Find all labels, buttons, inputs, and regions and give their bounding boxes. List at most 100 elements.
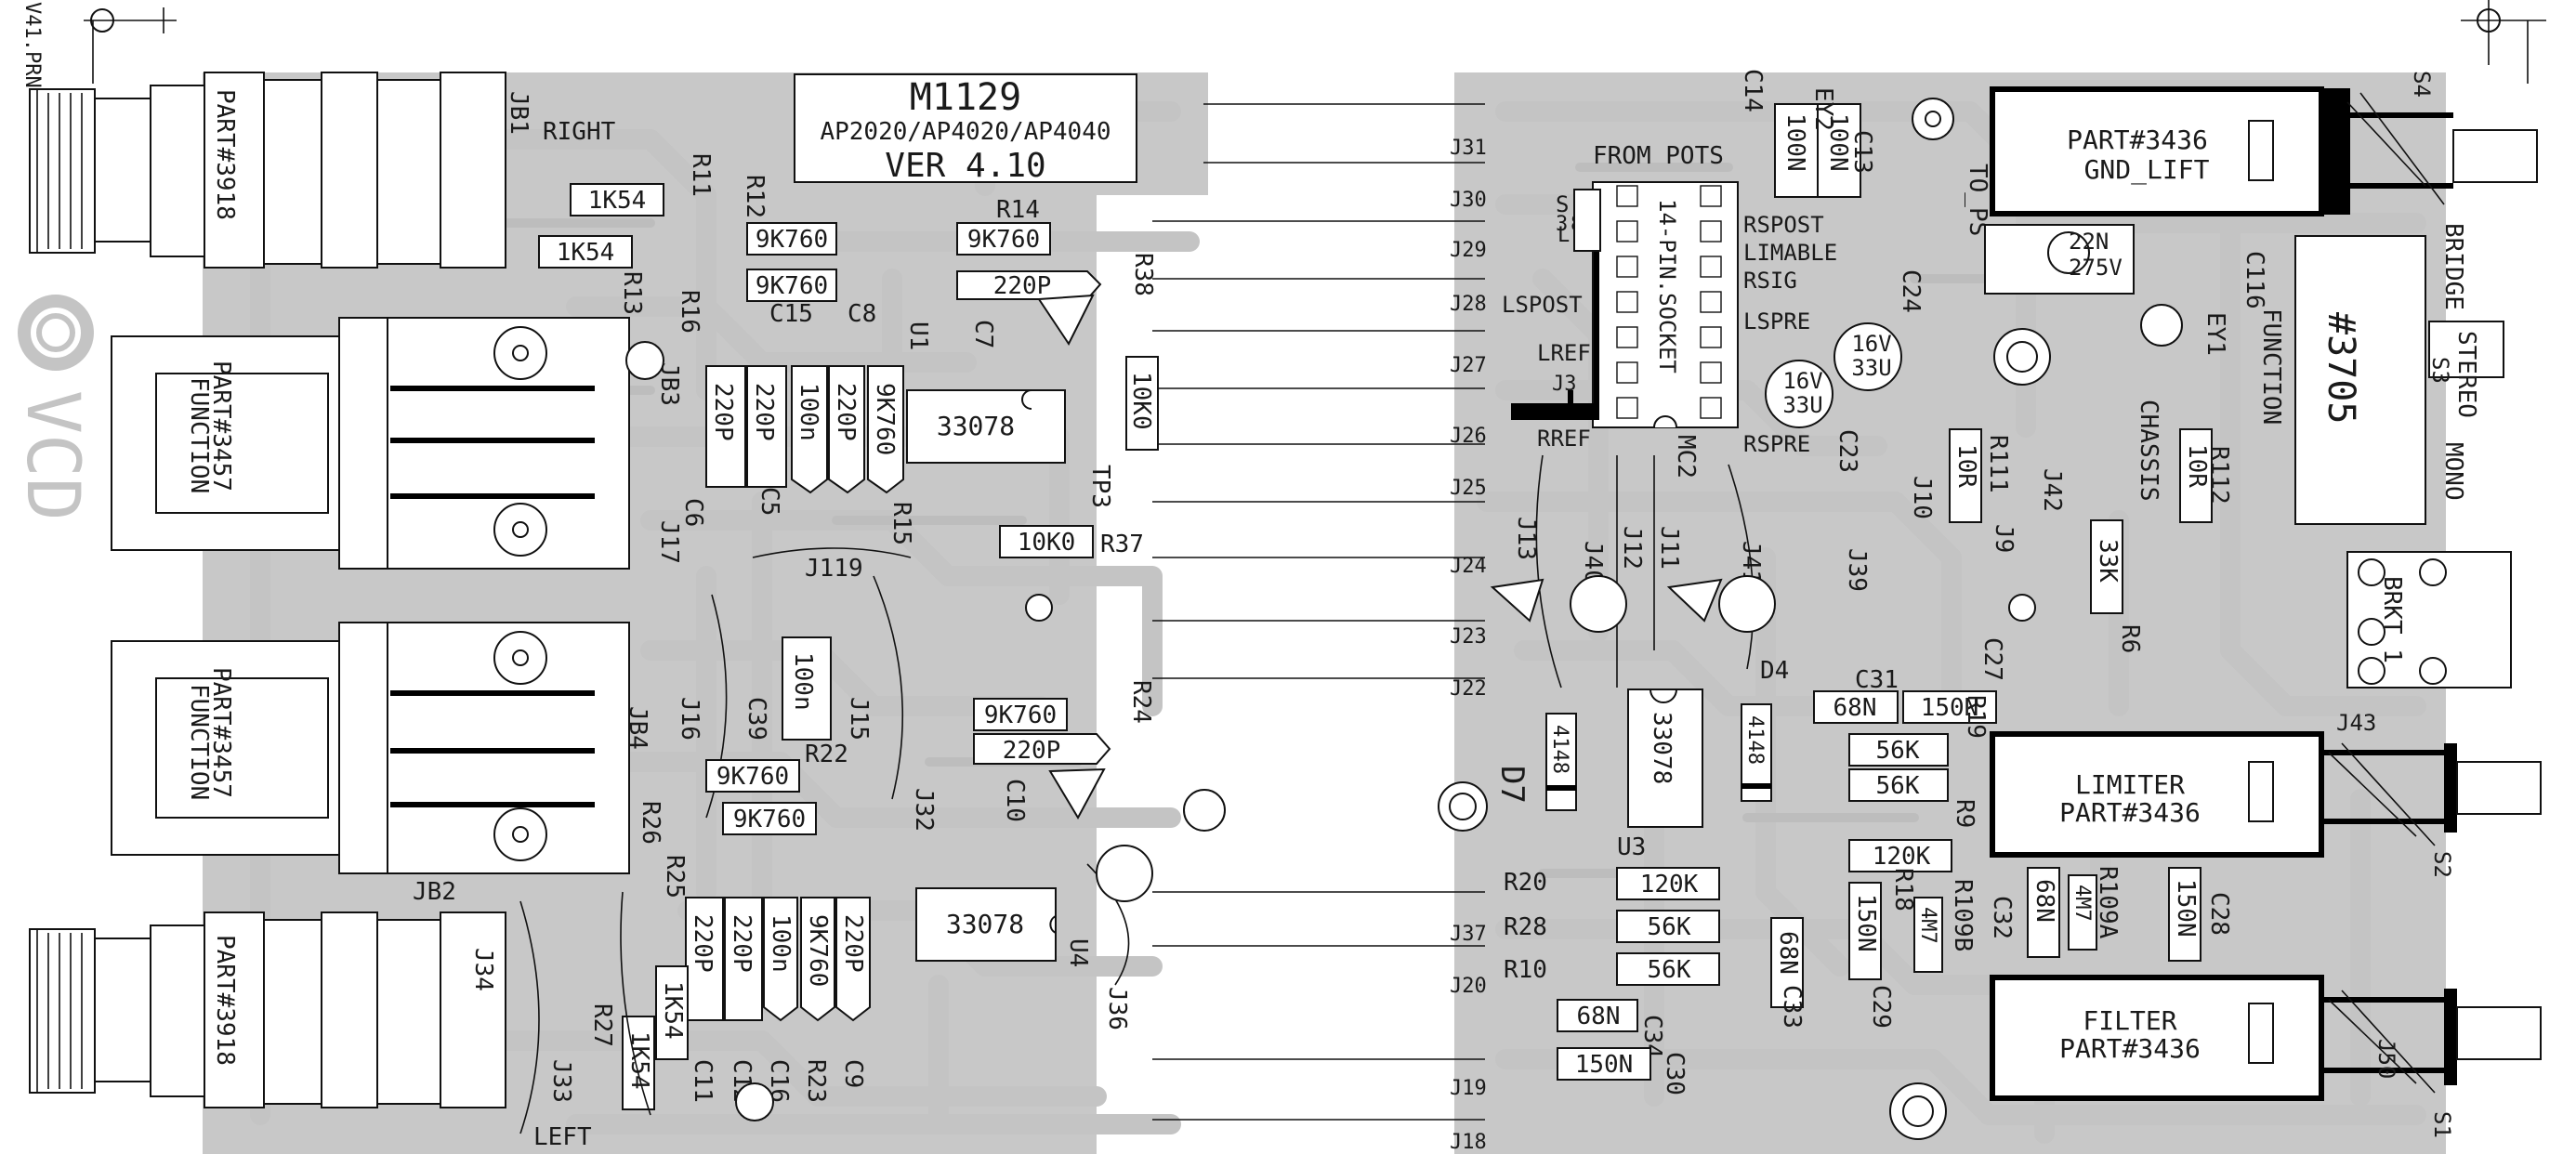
value-9k760: 9K760 [756, 226, 828, 254]
right-components: J31 J30 J29 J28 J27 J26 J25 J24 J23 J22 … [1438, 69, 2268, 1154]
ref-R10: R10 [1504, 956, 1547, 984]
ref-R38: R38 [1129, 253, 1157, 296]
pot-lref: LREF [1537, 340, 1591, 366]
ref-C10: C10 [1001, 779, 1029, 822]
ref-C23: C23 [1833, 429, 1861, 473]
value-9k760: 9K760 [716, 763, 789, 791]
bracket-label: BRKT 1 [2378, 576, 2406, 663]
ref-R18: R18 [1889, 868, 1917, 911]
part-label: PART#3457 [207, 667, 235, 798]
value-100n: 100n [789, 652, 817, 711]
pot-rsig: RSIG [1743, 268, 1797, 294]
ref-C31: C31 [1855, 666, 1899, 694]
value-10r: 10R [2183, 444, 2211, 488]
filter-switch: FILTER PART#3436 J50 S1 [1990, 975, 2542, 1138]
ref-R14: R14 [996, 196, 1040, 224]
mode-switch: #3705 FUNCTION BRIDGE STEREO S3 MONO [2257, 223, 2504, 525]
value-100n: 100n [795, 383, 822, 441]
ref-R9: R9 [1951, 799, 1978, 828]
ref-R109B: R109B [1949, 879, 1977, 951]
ref-R15: R15 [887, 502, 915, 545]
ref-J27: J27 [1450, 354, 1487, 377]
ref-J32: J32 [910, 788, 938, 832]
ref-J29: J29 [1450, 239, 1487, 262]
function-label: FUNCTION [185, 377, 213, 493]
value-1k54: 1K54 [557, 239, 615, 267]
value-56k: 56K [1876, 737, 1920, 765]
ref-R12: R12 [741, 175, 769, 218]
ref-C28: C28 [2205, 892, 2233, 936]
file-name: V41.PRN [20, 2, 44, 88]
registration-marks [84, 0, 2546, 84]
ref-S2: S2 [2429, 851, 2455, 878]
ref-C13: C13 [1848, 130, 1876, 174]
value-16v: 16V [1851, 331, 1891, 357]
value-68n: 68N [1774, 931, 1802, 975]
value-9k760: 9K760 [733, 806, 806, 833]
value-56k: 56K [1648, 913, 1691, 941]
ref-C14: C14 [1739, 69, 1767, 112]
value-220p: 220P [728, 914, 756, 973]
ref-J43: J43 [2336, 710, 2376, 736]
ref-J33: J33 [547, 1059, 575, 1103]
ref-R26: R26 [637, 801, 664, 845]
ref-R25: R25 [661, 855, 689, 898]
limiter-label: LIMITER [2075, 769, 2185, 800]
value-150n: 150N [1921, 694, 1979, 722]
function-switch-top: PART#3457 FUNCTION [111, 317, 630, 570]
ref-J34: J34 [469, 948, 497, 991]
ref-U3: U3 [1617, 833, 1646, 861]
pot-rref: RREF [1537, 426, 1591, 452]
part-label: PART#3918 [211, 89, 239, 220]
header: V41.PRN VCD M1129 AP2020/AP4020/AP4040 V… [10, 2, 1137, 521]
value-10r: 10R [1952, 444, 1980, 488]
ref-MC2: MC2 [1672, 435, 1700, 479]
value-4m7: 4M7 [2070, 885, 2094, 922]
ref-R13: R13 [618, 271, 646, 315]
value-220p: 220P [689, 914, 716, 973]
version-label: VER 4.10 [885, 147, 1045, 185]
ref-R112: R112 [2205, 446, 2233, 505]
limiter-switch: LIMITER PART#3436 J43 S2 [1990, 710, 2542, 878]
left-components: JB1 RIGHT 1K54 1K54 R11 R13 R12 R16 R14 … [413, 91, 1226, 1151]
value-9k760: 9K760 [967, 226, 1040, 254]
value-150n: 150N [1852, 894, 1880, 952]
ref-R23: R23 [802, 1059, 830, 1103]
stereo-label: STEREO [2452, 331, 2480, 418]
ref-J24: J24 [1450, 555, 1487, 578]
ref-U1: U1 [904, 321, 932, 350]
part-label: PART#3457 [207, 361, 235, 492]
bridge-label: BRIDGE [2439, 223, 2467, 310]
ref-J25: J25 [1450, 477, 1487, 500]
function-label: FUNCTION [2257, 308, 2285, 425]
function-switch-bottom: PART#3457 FUNCTION [111, 622, 630, 874]
value-9k760: 9K760 [871, 383, 899, 455]
part-label: PART#3436 [2067, 125, 2208, 155]
ref-J119: J119 [805, 555, 863, 583]
ref-J36: J36 [1103, 987, 1131, 1030]
ref-J39: J39 [1843, 548, 1871, 592]
value-9k760: 9K760 [804, 914, 832, 987]
value-68n: 68N [1577, 1003, 1621, 1030]
value-10k0: 10K0 [1018, 529, 1076, 557]
ref-U4: U4 [1064, 938, 1092, 967]
value-120k: 120K [1873, 843, 1931, 871]
ref-D4: D4 [1760, 657, 1789, 685]
ref-J42: J42 [2038, 468, 2066, 512]
ref-J17: J17 [655, 520, 683, 564]
ref-J11: J11 [1655, 526, 1683, 570]
pot-lspre: LSPRE [1743, 308, 1810, 334]
bracket: BRKT 1 [2346, 551, 2512, 688]
value-33u: 33U [1782, 392, 1822, 418]
value-220p: 220P [1003, 737, 1061, 765]
chassis-label: CHASSIS [2135, 400, 2162, 502]
pot-3: 3 [1556, 213, 1568, 236]
model-label: M1129 [910, 76, 1021, 119]
ref-R28: R28 [1504, 913, 1547, 941]
ref-R111: R111 [1984, 435, 2012, 493]
ref-R22: R22 [805, 741, 848, 768]
value-22n: 22N [2069, 229, 2109, 255]
ref-S4: S4 [2409, 71, 2435, 98]
ref-C27: C27 [1978, 637, 2006, 681]
ref-J10: J10 [1908, 476, 1936, 519]
